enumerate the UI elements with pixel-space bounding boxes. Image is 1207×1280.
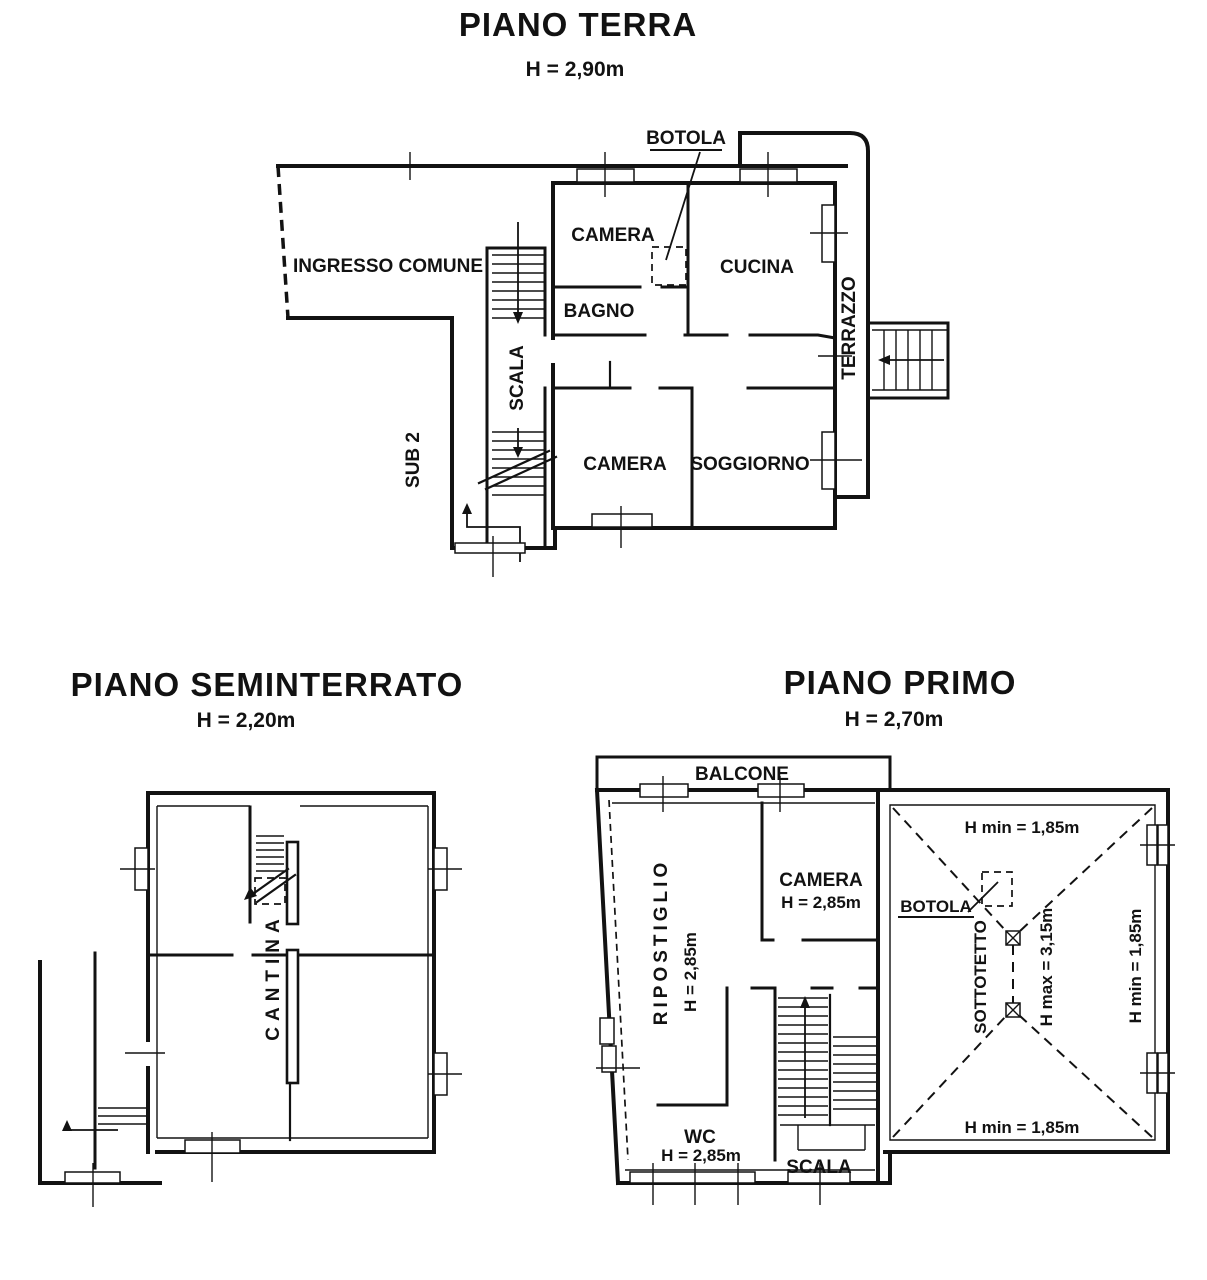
staircase-lower-flight [477, 428, 558, 496]
wall [551, 333, 837, 340]
external-staircase [866, 321, 950, 400]
first-floor-height: H = 2,70m [845, 708, 944, 731]
window [591, 513, 653, 528]
wall [594, 787, 621, 1186]
room-label-sottotetto: SOTTOTETTO [971, 920, 990, 1034]
stair-break-line [248, 867, 297, 904]
window [454, 542, 526, 554]
botola-leader [967, 881, 999, 913]
room-label-camera: CAMERA [779, 870, 863, 891]
label-h-max: H max = 3,15m [1037, 908, 1056, 1027]
sottotetto-roof [892, 807, 1153, 1138]
room-label-balcone: BALCONE [695, 764, 789, 785]
room-label-scala: SCALA [786, 1157, 852, 1178]
window [639, 783, 689, 798]
wall-dashed-face [608, 799, 629, 1161]
basement-height: H = 2,20m [197, 709, 296, 732]
hatch-dashed [254, 877, 286, 905]
botola-hatch [981, 871, 1013, 907]
botola-leader [665, 151, 701, 261]
wall [38, 960, 162, 1185]
staircase-upper-flight [492, 222, 545, 324]
window [629, 1171, 756, 1184]
first-floor-staircase [773, 986, 876, 1162]
wall-slab [285, 840, 300, 926]
wall-slab [285, 948, 300, 1085]
balcony-wall [595, 755, 892, 792]
entry-arrow [62, 1120, 118, 1131]
label-sub2: SUB 2 [403, 432, 424, 488]
window [599, 1017, 615, 1045]
stair-break-line [477, 449, 558, 491]
wall [883, 1150, 1170, 1185]
label-wc-height: H = 2,85m [661, 1146, 741, 1165]
room-label-bagno: BAGNO [564, 301, 635, 322]
wall-inner-face [612, 802, 875, 1171]
botola-label: BOTOLA [900, 897, 971, 916]
window [601, 1045, 617, 1073]
room-label-soggiorno: SOGGIORNO [690, 454, 809, 475]
label-h-min-right: H min = 1,85m [1126, 909, 1145, 1024]
basement-staircase [244, 835, 297, 905]
label-ripostiglio-height: H = 2,85m [681, 932, 700, 1012]
room-label-ripostiglio: RIPOSTIGLIO [651, 859, 672, 1025]
first-floor-plan: PIANO PRIMO H = 2,70m BALCONE [594, 664, 1175, 1205]
label-h-min-bottom: H min = 1,85m [965, 1118, 1080, 1137]
ground-floor-height: H = 2,90m [526, 58, 625, 81]
label-camera-height: H = 2,85m [781, 893, 861, 912]
room-label-wc: WC [684, 1127, 716, 1148]
room-label-cucina: CUCINA [720, 257, 794, 278]
room-label-terrazzo: TERRAZZO [839, 276, 860, 379]
terrace-wall [738, 131, 870, 499]
first-floor-title: PIANO PRIMO [784, 664, 1017, 701]
basement-title: PIANO SEMINTERRATO [71, 666, 464, 703]
room-label-camera-bottom: CAMERA [583, 454, 667, 475]
wall-inner-face [889, 804, 1156, 1141]
botola-hatch [651, 246, 687, 286]
window-tick [652, 1163, 739, 1205]
wall-inner-face [156, 805, 429, 1139]
ground-floor-title: PIANO TERRA [459, 6, 697, 43]
basement-plan: PIANO SEMINTERRATO H = 2,20m [38, 666, 464, 1207]
window [787, 1171, 851, 1184]
botola-label: BOTOLA [646, 128, 726, 149]
room-label-camera-top: CAMERA [571, 225, 655, 246]
wall [146, 791, 436, 1154]
room-label-ingresso: INGRESSO COMUNE [293, 256, 483, 277]
wall-dashed [276, 165, 290, 319]
room-label-scala: SCALA [507, 345, 528, 411]
window [757, 783, 805, 798]
ground-floor-plan: PIANO TERRA H = 2,90m [276, 6, 950, 577]
label-h-min-top: H min = 1,85m [965, 818, 1080, 837]
room-label-cantina: CANTINA [263, 913, 284, 1041]
stair-treads [98, 1107, 146, 1125]
